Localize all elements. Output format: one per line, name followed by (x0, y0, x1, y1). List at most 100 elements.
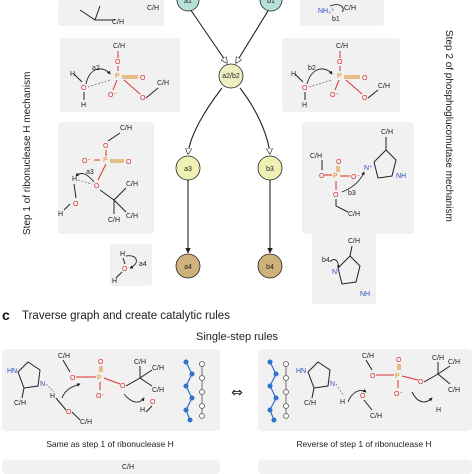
mechanism-graph: a1 b1 a2/b2 a3 b3 a4 b4 (175, 0, 283, 279)
mini-graph-right (267, 359, 289, 423)
svg-text:C/H: C/H (157, 80, 169, 87)
svg-text:O: O (319, 173, 325, 180)
svg-text:a3: a3 (86, 169, 94, 176)
molecule-panel-b4: C/H N⁺ NH b4 (312, 234, 376, 304)
svg-text:NH₃⁺: NH₃⁺ (318, 8, 335, 15)
bottom-left-partial-panel: C/H (2, 460, 220, 474)
svg-text:b1: b1 (332, 16, 340, 23)
edge-b1-a2b2 (236, 5, 272, 63)
svg-text:C/H: C/H (432, 355, 444, 362)
svg-text:C/H: C/H (108, 217, 120, 224)
svg-text:P: P (395, 373, 400, 380)
svg-text:H: H (140, 407, 145, 414)
svg-text:b4: b4 (266, 264, 274, 271)
molecule-panel-a4: H O H a4 (110, 244, 152, 286)
edge-a1-a2b2 (187, 5, 227, 63)
svg-text:O⁻: O⁻ (82, 158, 91, 165)
caption-right: Reverse of step 1 of ribonuclease H (296, 439, 431, 449)
svg-text:H: H (120, 251, 125, 258)
svg-text:O: O (396, 357, 402, 364)
svg-text:O⁻: O⁻ (108, 92, 117, 99)
svg-text:H: H (58, 211, 63, 218)
svg-text:a2: a2 (92, 65, 100, 72)
svg-text:O: O (66, 409, 72, 416)
svg-text:O⁻: O⁻ (330, 92, 339, 99)
svg-text:C/H: C/H (58, 353, 70, 360)
svg-text:O: O (333, 192, 339, 199)
svg-text:O: O (370, 373, 376, 380)
svg-text:P: P (97, 375, 102, 382)
svg-text:C/H: C/H (310, 153, 322, 160)
svg-text:C/H: C/H (120, 125, 132, 132)
svg-text:C/H: C/H (147, 5, 159, 12)
svg-text:O: O (360, 393, 366, 400)
svg-text:O: O (140, 95, 146, 102)
section-c-letter: c (2, 307, 10, 323)
svg-text:NH: NH (360, 291, 370, 298)
side-label-right: Step 2 of phosphoglucomutase mechanism (443, 30, 454, 222)
bottom-right-partial-panel (258, 460, 472, 474)
svg-text:H: H (291, 71, 296, 78)
svg-text:C/H: C/H (336, 43, 348, 50)
svg-text:C/H: C/H (126, 213, 138, 220)
svg-text:O⁻: O⁻ (394, 391, 403, 398)
svg-text:C/H: C/H (14, 400, 26, 407)
svg-text:b3: b3 (348, 190, 356, 197)
rule-panel-left: HN N C/H C/H O P O O⁻ O C/H C/H C/H H O … (2, 349, 220, 431)
node-a2b2: a2/b2 (218, 63, 244, 89)
svg-text:a3: a3 (184, 166, 192, 173)
svg-text:P: P (115, 73, 120, 80)
svg-text:N: N (40, 381, 45, 388)
svg-text:O: O (115, 59, 121, 66)
svg-text:O: O (122, 266, 128, 273)
svg-text:N⁺: N⁺ (364, 165, 373, 172)
molecule-panel-b3: C/H O P O O⁻ O C/H C/H N⁺ NH b3 (302, 122, 414, 234)
svg-text:C/H: C/H (348, 211, 360, 218)
svg-text:O: O (70, 375, 76, 382)
svg-text:P: P (333, 173, 338, 180)
svg-text:O: O (126, 159, 132, 166)
svg-text:O: O (103, 143, 109, 150)
svg-text:C/H: C/H (80, 419, 92, 426)
svg-text:C/H: C/H (126, 181, 138, 188)
molecule-panel-a3: C/H O P O O⁻ O C/H C/H C/H H O H a3 (58, 122, 154, 234)
svg-text:O: O (120, 383, 126, 390)
svg-text:O: O (81, 85, 87, 92)
svg-text:C/H: C/H (113, 43, 125, 50)
svg-text:C/H: C/H (381, 129, 393, 136)
caption-left: Same as step 1 of ribonuclease H (46, 439, 174, 449)
svg-text:b1: b1 (267, 0, 275, 5)
svg-text:H: H (302, 102, 307, 109)
svg-text:b2: b2 (308, 65, 316, 72)
edge-a2b2-b3 (239, 87, 270, 154)
svg-text:O: O (302, 85, 308, 92)
node-a4: a4 (175, 253, 201, 279)
molecule-panel-b2: C/H O P O O⁻ O C/H H O H b2 (282, 38, 400, 112)
molecule-panel-a2: C/H O P O O⁻ O C/H H O H a2 (60, 38, 180, 112)
svg-text:a4: a4 (184, 264, 192, 271)
svg-text:O: O (337, 59, 343, 66)
svg-text:C/H: C/H (344, 5, 356, 12)
svg-text:O⁻: O⁻ (351, 174, 360, 181)
rule-panel-right: HN N C/H H C/H O P O O⁻ O C/H C/H C/H O … (258, 349, 472, 431)
svg-text:P: P (337, 73, 342, 80)
svg-text:C/H: C/H (304, 400, 316, 407)
svg-text:H: H (50, 393, 55, 400)
section-c-title: Traverse graph and create catalytic rule… (22, 310, 230, 322)
svg-text:HN: HN (7, 368, 17, 375)
svg-text:C/H: C/H (370, 413, 382, 420)
svg-text:HN: HN (296, 368, 306, 375)
svg-text:N: N (330, 381, 335, 388)
svg-text:C/H: C/H (134, 359, 146, 366)
svg-text:C/H: C/H (112, 19, 124, 26)
svg-text:O: O (73, 201, 79, 208)
svg-text:H: H (81, 102, 86, 109)
node-a1: a1 (176, 0, 200, 12)
svg-text:O: O (362, 95, 368, 102)
edge-a2b2-a3 (188, 87, 223, 154)
svg-text:O: O (150, 399, 156, 406)
svg-text:H: H (70, 71, 75, 78)
svg-text:H: H (340, 399, 345, 406)
svg-text:a2/b2: a2/b2 (222, 73, 240, 80)
section-c-subtitle: Single-step rules (196, 331, 278, 343)
